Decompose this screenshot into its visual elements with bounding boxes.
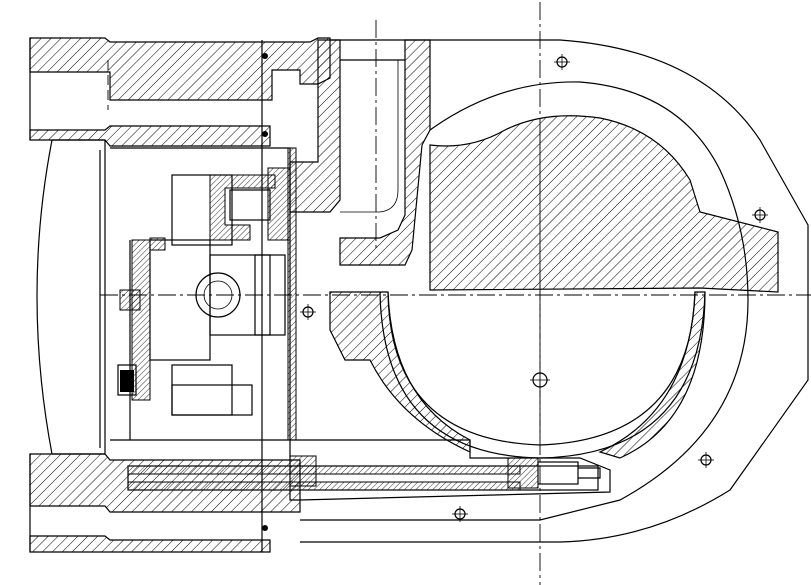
bolt-holes: [300, 54, 768, 522]
bolt-hole-marker: [452, 506, 468, 522]
gear-mechanism: [110, 147, 291, 441]
centerlines: [100, 2, 811, 585]
drive-shaft: [127, 439, 611, 501]
left-end-cover: [29, 38, 106, 552]
bolt-hole-marker: [752, 207, 768, 223]
bolt-hole-marker: [698, 452, 714, 468]
bolt-hole-marker: [554, 54, 570, 70]
vertical-duct: [289, 39, 431, 266]
rotor-body: [429, 115, 779, 293]
bolt-hole-marker: [300, 304, 316, 320]
divider-wall: [261, 40, 297, 552]
left-housing-top-wall: [29, 37, 331, 147]
bolt-hole-marker: [530, 372, 550, 388]
lower-chamber: [329, 291, 706, 459]
